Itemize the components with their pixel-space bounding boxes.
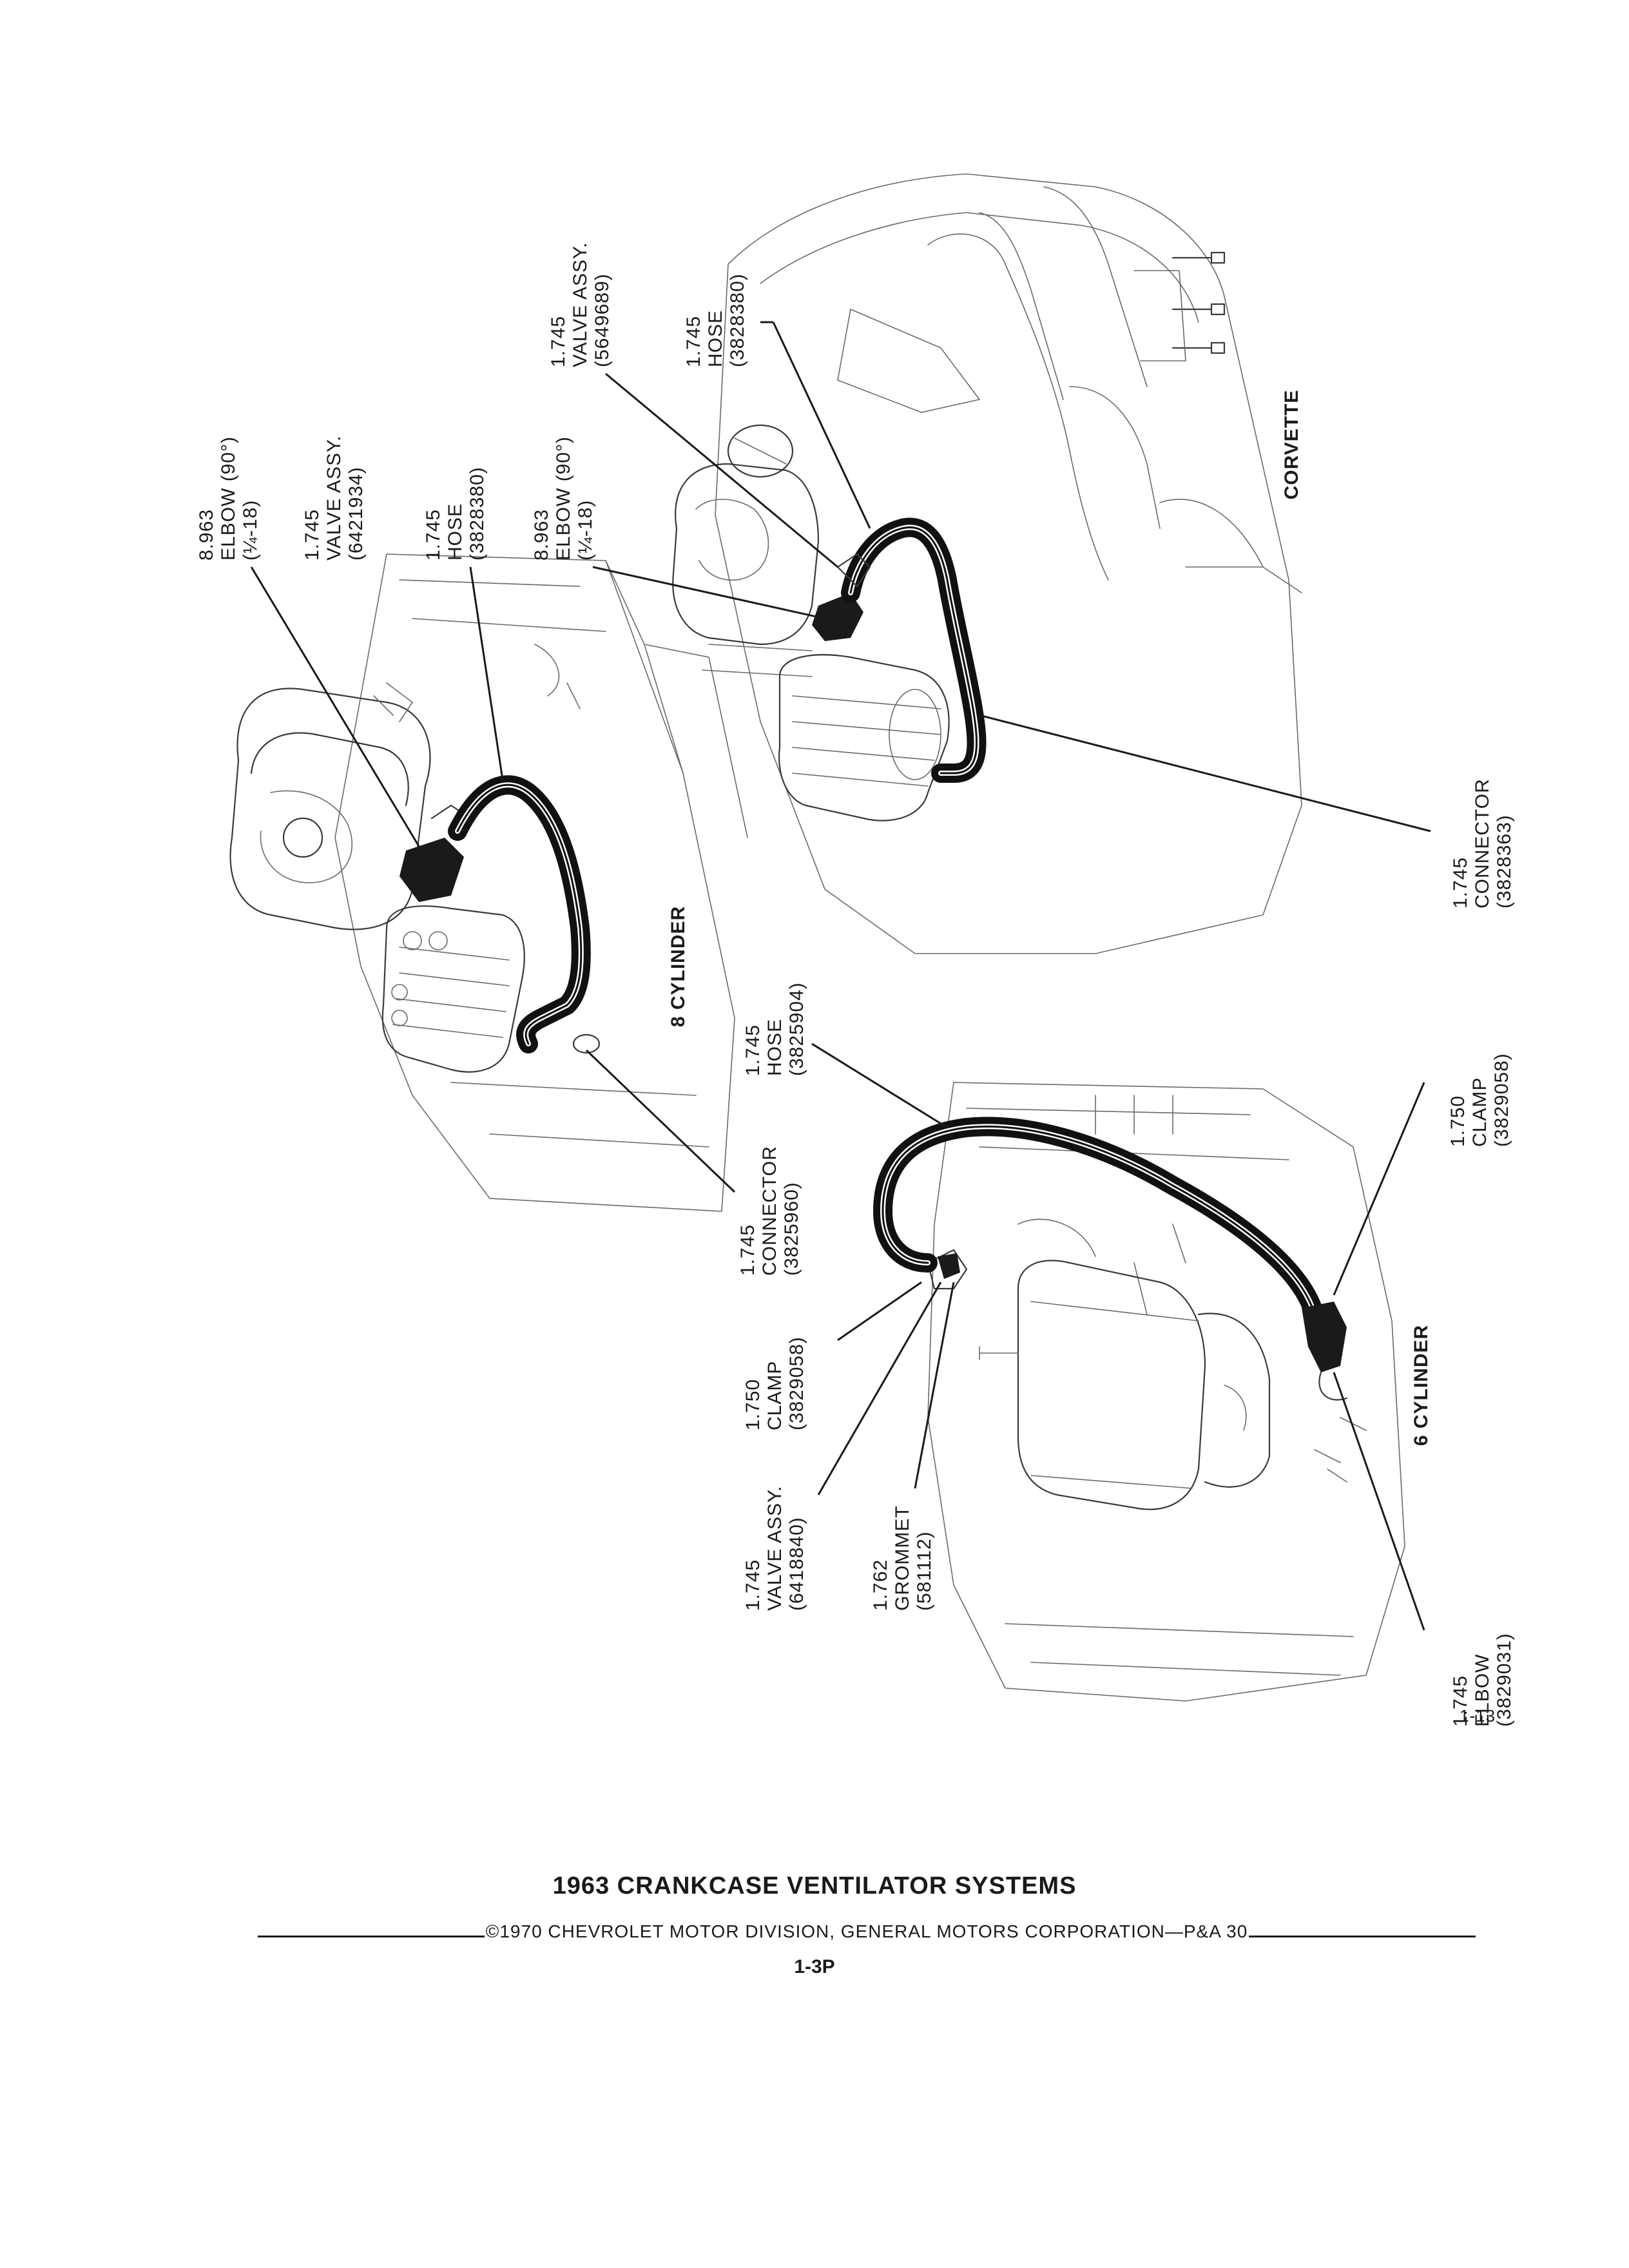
callout-line: ELBOW (90°) [553, 436, 574, 561]
callout-8cyl-hose: 1.745 HOSE (3828380) [423, 466, 488, 561]
callout-corvette-valve-assy: 1.745 VALVE ASSY. (5649689) [548, 242, 613, 367]
callout-line: CONNECTOR [1472, 778, 1493, 908]
callout-line: 1.745 [1450, 1675, 1471, 1727]
leader-6cyl-grommet [914, 1282, 955, 1489]
leader-corvette-connector [979, 714, 1431, 832]
callout-line: ELBOW [1472, 1654, 1493, 1727]
callout-line: 1.745 [737, 1224, 758, 1276]
divider-left [258, 1935, 485, 1937]
callout-line: 1.745 [683, 316, 704, 367]
callout-line: (581112) [914, 1531, 935, 1611]
leader-corvette-valve [605, 372, 838, 568]
callout-line: 1.750 [742, 1379, 764, 1430]
callout-corvette-elbow: 8.963 ELBOW (90°) (¼-18) [531, 436, 596, 561]
divider-right [1249, 1935, 1476, 1937]
callout-6cyl-valve-assy: 1.745 VALVE ASSY. (6418840) [742, 1486, 807, 1611]
callout-line: 1.745 [742, 1559, 764, 1611]
section-title-corvette: CORVETTE [1281, 390, 1302, 500]
callout-line: (3828380) [727, 273, 748, 367]
callout-line: GROMMET [892, 1505, 913, 1611]
section-title-6-cylinder: 6 CYLINDER [1411, 1325, 1432, 1446]
callout-line: 1.745 [548, 316, 569, 367]
callout-6cyl-clamp-left: 1.750 CLAMP (3829058) [742, 1336, 807, 1430]
callout-line: 8.963 [531, 509, 552, 561]
callout-corvette-hose: 1.745 HOSE (3828380) [683, 273, 748, 367]
callout-corvette-connector: 1.745 CONNECTOR (3828363) [1450, 778, 1515, 908]
callout-line: (3829058) [1491, 1053, 1512, 1147]
callout-line: (3828363) [1494, 814, 1515, 908]
leader-8cyl-connector [585, 1049, 736, 1193]
callout-line: (6418840) [786, 1517, 807, 1611]
callout-line: VALVE ASSY. [764, 1486, 786, 1611]
callout-line: (¼-18) [575, 500, 596, 561]
figure-number: 1-13 [1460, 1706, 1496, 1725]
callout-line: CLAMP [764, 1361, 786, 1430]
leader-lines [250, 321, 1431, 1631]
callout-8cyl-elbow: 8.963 ELBOW (90°) (¼-18) [196, 436, 261, 561]
callout-line: VALVE ASSY. [570, 242, 591, 367]
callout-line: HOSE [764, 1019, 786, 1076]
callout-line: CLAMP [1469, 1077, 1490, 1147]
callout-line: 1.745 [1450, 857, 1471, 908]
callout-line: (3829058) [786, 1336, 807, 1430]
8-cylinder-engine-illustration [229, 553, 748, 1212]
leader-6cyl-valve [817, 1282, 942, 1495]
leader-6cyl-clamp-left [837, 1281, 922, 1341]
callout-line: 1.745 [423, 509, 444, 561]
leader-6cyl-clamp-right [1333, 1082, 1425, 1296]
leader-6cyl-elbow [1333, 1372, 1425, 1631]
callout-line: (3825904) [786, 982, 807, 1076]
section-title-8-cylinder: 8 CYLINDER [668, 906, 689, 1027]
callout-8cyl-valve-assy: 1.745 VALVE ASSY. (6421934) [302, 436, 367, 561]
callout-line: 8.963 [196, 509, 217, 561]
leader-8cyl-elbow [250, 566, 427, 858]
callout-line: HOSE [445, 503, 466, 561]
callout-line: (3828380) [467, 466, 488, 561]
callout-line: ELBOW (90°) [218, 436, 239, 561]
callout-line: HOSE [705, 310, 726, 367]
leader-corvette-elbow [592, 566, 825, 620]
leader-6cyl-hose [811, 1043, 948, 1129]
callout-line: CONNECTOR [759, 1146, 780, 1276]
callout-line: 1.745 [302, 509, 323, 561]
callout-line: (3829031) [1494, 1633, 1515, 1727]
callout-line: (6421934) [345, 466, 367, 561]
callout-6cyl-grommet: 1.762 GROMMET (581112) [870, 1505, 935, 1611]
callout-6cyl-elbow: 1.745 ELBOW (3829031) [1450, 1633, 1515, 1727]
callout-line: 1.762 [870, 1559, 891, 1611]
leader-corvette-hose-2 [772, 322, 871, 529]
callout-line: VALVE ASSY. [323, 436, 345, 561]
callout-line: (5649689) [592, 273, 613, 367]
callout-line: (¼-18) [240, 500, 261, 561]
callout-6cyl-clamp-right: 1.750 CLAMP (3829058) [1447, 1053, 1512, 1147]
corvette-engine-illustration [672, 173, 1302, 954]
callout-line: 1.745 [742, 1024, 764, 1076]
callout-line: 1.750 [1447, 1095, 1469, 1147]
callout-line: (3825960) [781, 1182, 802, 1276]
callout-6cyl-hose: 1.745 HOSE (3825904) [742, 982, 807, 1076]
leader-8cyl-hose [469, 566, 504, 780]
page-title: 1963 CRANKCASE VENTILATOR SYSTEMS [552, 1872, 1077, 1899]
6-cylinder-engine-illustration [873, 1082, 1405, 1702]
copyright-line: ©1970 CHEVROLET MOTOR DIVISION, GENERAL … [258, 1919, 1476, 1945]
callout-8cyl-connector: 1.745 CONNECTOR (3825960) [737, 1146, 802, 1276]
copyright-text: ©1970 CHEVROLET MOTOR DIVISION, GENERAL … [485, 1921, 1248, 1941]
page-number: 1-3P [794, 1956, 835, 1977]
